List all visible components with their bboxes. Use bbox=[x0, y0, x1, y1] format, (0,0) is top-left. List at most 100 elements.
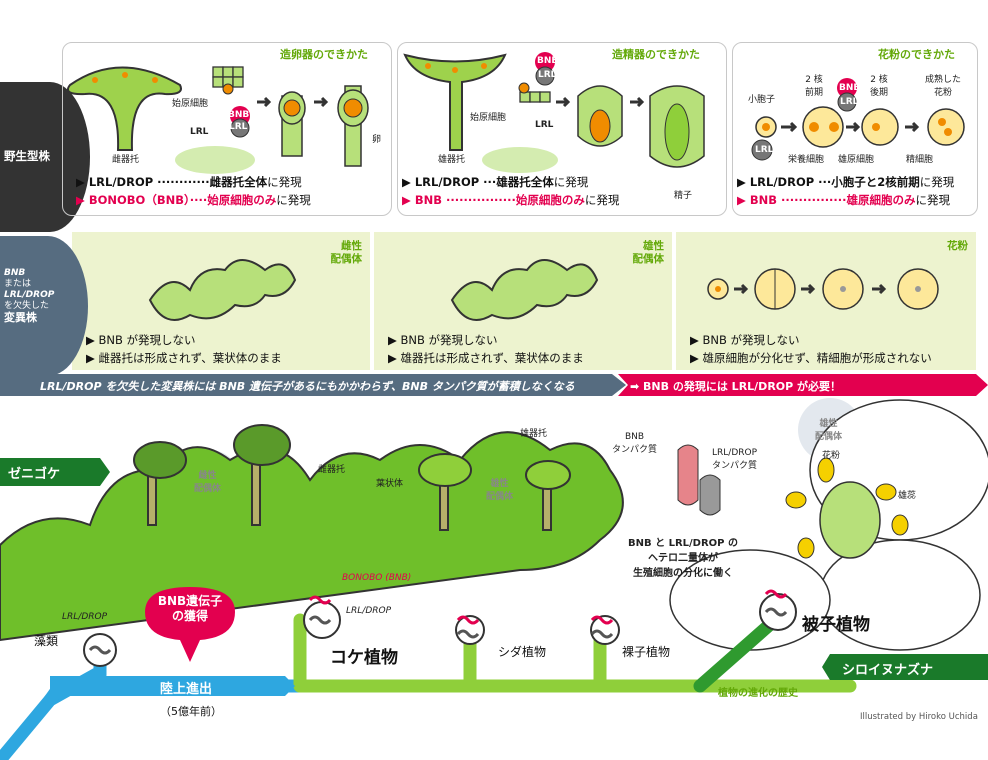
mut1-title: 雌性 配偶体 bbox=[330, 240, 363, 265]
panel3-line1-a: ▶ LRL/DROP ··· bbox=[737, 175, 832, 189]
mutant-row-label-4: を欠失した bbox=[4, 301, 50, 311]
mut3-line1: ▶ BNB が発現しない bbox=[690, 333, 800, 347]
female-stalk-label: 雌器托 bbox=[318, 465, 346, 475]
panel-archegonium bbox=[62, 42, 392, 216]
lrl-protein-label: LRL/DROP タンパク質 bbox=[712, 448, 758, 471]
panel3-line1: ▶ LRL/DROP ···小胞子と2核前期に発現 bbox=[737, 174, 954, 190]
panel3-late-label: 2 核 後期 bbox=[870, 75, 889, 98]
zeni-tag bbox=[0, 458, 110, 486]
panel1-bnb-label: BNB bbox=[228, 110, 250, 120]
stamen-label: 雄蕊 bbox=[898, 491, 917, 501]
panel2-line2-a: ▶ BNB ················ bbox=[402, 193, 516, 207]
mutant-row-label-5: 変異株 bbox=[4, 311, 37, 324]
panel2-line1-c: に発現 bbox=[553, 175, 589, 189]
panel2-cell-label: 始原細胞 bbox=[470, 113, 507, 123]
panel1-line2-c: に発現 bbox=[276, 193, 311, 207]
panel2-art bbox=[403, 52, 705, 173]
mut1-line1: ▶ BNB が発現しない bbox=[86, 333, 196, 347]
mut2-title: 雄性 配偶体 bbox=[632, 240, 665, 265]
panel-antheridium bbox=[397, 42, 727, 216]
band-left bbox=[0, 374, 626, 396]
zeni-label: ゼニゴケ bbox=[8, 467, 61, 482]
panel1-stalk-label: 雌器托 bbox=[112, 155, 140, 165]
mut1-line2: ▶ 雌器托は形成されず、葉状体のまま bbox=[86, 351, 282, 365]
land-tag bbox=[50, 676, 295, 696]
pollen-label: 花粉 bbox=[822, 451, 841, 461]
algae-label: 藻類 bbox=[34, 634, 59, 648]
panel2-sperm-label: 精子 bbox=[674, 191, 693, 201]
gymno-label: 裸子植物 bbox=[622, 645, 671, 659]
male-gamete-label: 雄性 配偶体 bbox=[486, 479, 514, 502]
panel2-stalk-label: 雄器托 bbox=[438, 155, 466, 165]
male-gamete-label-2: 雄性 配偶体 bbox=[815, 419, 843, 442]
panel1-line1-c: に発現 bbox=[267, 175, 302, 189]
thallus-label: 葉状体 bbox=[376, 479, 404, 489]
panel3-mature-label: 成熟した 花粉 bbox=[925, 75, 962, 98]
panel3-spc-label: 精細胞 bbox=[906, 155, 934, 165]
land-label: 陸上進出 bbox=[160, 682, 213, 697]
panel1-title: 造卵器のできかた bbox=[280, 48, 368, 61]
panel2-bnb-label: BNB bbox=[537, 56, 559, 66]
wild-row-label: 野生型株 bbox=[4, 149, 50, 163]
shiroinu-tag bbox=[822, 654, 988, 680]
bnb-gain-balloon bbox=[145, 587, 235, 662]
panel2-title: 造精器のできかた bbox=[612, 48, 700, 61]
mutant-row-label-1: BNB bbox=[4, 268, 26, 278]
panel3-lrl2-label: LRL bbox=[755, 145, 774, 155]
panel1-lrl2-label: LRL bbox=[190, 127, 209, 137]
mut2-line1: ▶ BNB が発現しない bbox=[388, 333, 498, 347]
panel2-line1-a: ▶ LRL/DROP ··· bbox=[402, 175, 497, 189]
band-left-text: LRL/DROP を欠失した変異株には BNB 遺伝子があるにもかかわらず、BN… bbox=[40, 380, 575, 393]
heterodimer-label: BNB と LRL/DROP の ヘテロ二量体が 生殖細胞の分化に働く bbox=[628, 538, 738, 579]
mutant-pollen bbox=[707, 268, 939, 310]
panel3-line1-b: 小胞子と2核前期 bbox=[831, 175, 920, 189]
panel1-line1: ▶ LRL/DROP ············雌器托全体に発現 bbox=[76, 174, 302, 190]
panel2-line2-b: 始原細胞のみ bbox=[515, 193, 585, 207]
age-label: （5億年前） bbox=[160, 705, 222, 718]
panel2-line1: ▶ LRL/DROP ···雄器托全体に発現 bbox=[402, 174, 588, 190]
panel3-line2-a: ▶ BNB ··············· bbox=[737, 193, 847, 207]
panel1-line2-b: 始原細胞のみ bbox=[207, 193, 277, 207]
male-stalk-label: 雄器托 bbox=[520, 429, 548, 439]
panel2-lrl2-label: LRL bbox=[535, 120, 554, 130]
mut3-title: 花粉 bbox=[947, 240, 968, 252]
panel1-line2: ▶ BONOBO（BNB）····始原細胞のみに発現 bbox=[76, 192, 311, 208]
female-gamete-label: 雌性 配偶体 bbox=[194, 471, 222, 494]
panel3-bnb-label: BNB bbox=[839, 83, 861, 93]
stalks bbox=[133, 424, 571, 531]
band-right-text: ➡ BNB の発現には LRL/DROP が必要！ bbox=[630, 380, 842, 393]
panel2-line1-b: 雄器托全体 bbox=[496, 175, 554, 189]
mutant-row-label-3: LRL/DROP bbox=[4, 290, 55, 300]
mut2-line2: ▶ 雄器托は形成されず、葉状体のまま bbox=[388, 351, 584, 365]
proteins bbox=[677, 444, 721, 516]
panel3-line2: ▶ BNB ···············雄原細胞のみに発現 bbox=[737, 192, 950, 208]
panel2-lrl-label: LRL bbox=[538, 70, 557, 80]
panel3-title: 花粉のできかた bbox=[878, 48, 955, 61]
history-label: 植物の進化の歴史 bbox=[718, 688, 798, 699]
bnb-protein-label: BNB タンパク質 bbox=[612, 432, 658, 455]
panel1-line1-b: 雌器托全体 bbox=[209, 175, 268, 189]
flower-art bbox=[669, 399, 988, 651]
band-right bbox=[618, 374, 988, 396]
panel1-line2-a: ▶ BONOBO（BNB）···· bbox=[76, 193, 208, 207]
shiroinu-label: シロイヌナズナ bbox=[842, 663, 934, 678]
mutant-art bbox=[148, 259, 599, 321]
panel2-line2: ▶ BNB ················始原細胞のみに発現 bbox=[402, 192, 619, 208]
panel1-lrl-label: LRL bbox=[229, 122, 248, 132]
mutant-row-tab bbox=[0, 236, 88, 376]
credit-label: Illustrated by Hiroko Uchida bbox=[860, 712, 978, 722]
panel3-art bbox=[751, 78, 965, 161]
panel3-line1-c: に発現 bbox=[919, 175, 955, 189]
panel3-lrl-label: LRL bbox=[840, 97, 859, 107]
panel2-line2-c: に発現 bbox=[584, 193, 620, 207]
mutant-row-label: BNB または LRL/DROP を欠失した 変異株 bbox=[4, 268, 54, 323]
panel1-egg-label: 卵 bbox=[372, 135, 382, 145]
panel3-micro-label: 小胞子 bbox=[748, 95, 776, 105]
mut3-line2: ▶ 雄原細胞が分化せず、精細胞が形成されない bbox=[690, 351, 932, 365]
panel3-early-label: 2 核 前期 bbox=[805, 75, 824, 98]
panel-pollen bbox=[732, 42, 978, 216]
lrldrop-label-2: LRL/DROP bbox=[62, 612, 108, 622]
mutant-row-label-2: または bbox=[4, 279, 32, 289]
panel3-line2-b: 雄原細胞のみ bbox=[846, 193, 916, 207]
